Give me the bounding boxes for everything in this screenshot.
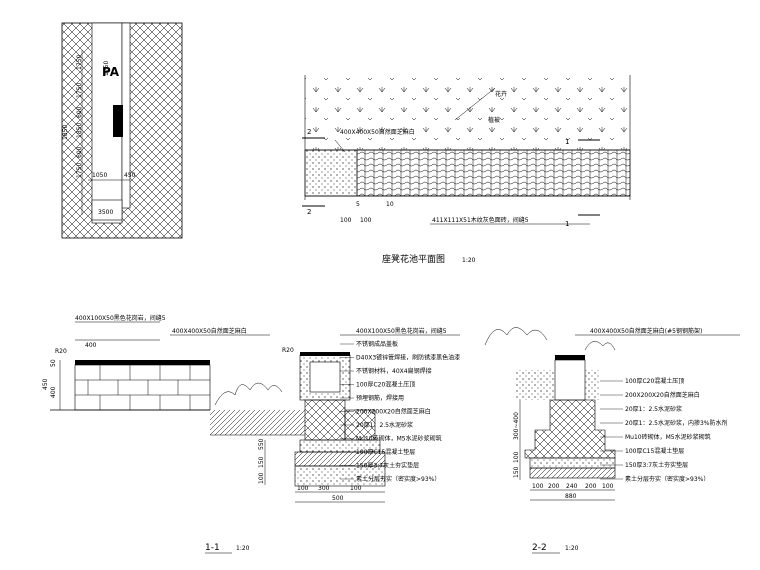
svg-text:100: 100 [513, 451, 520, 463]
plan-paving [356, 149, 631, 197]
callout-label: D40X3镀锌管焊接，刷防锈漆黑色油漆 [356, 354, 460, 362]
svg-text:100: 100 [602, 483, 614, 490]
section-2-2-shrub-left [484, 327, 548, 346]
svg-text:880: 880 [565, 493, 577, 500]
callout-label: 150厚3:7灰土夯实垫层 [625, 461, 688, 469]
svg-text:100: 100 [340, 217, 352, 224]
plan-seat-end [304, 149, 358, 197]
callout-label: 素土分层夯实（密实度>93%） [356, 475, 440, 483]
svg-text:1750: 1750 [76, 83, 83, 98]
key-plan: PA 1750 1750 600 1850 600 1750 1750 1850… [61, 22, 183, 239]
svg-text:550: 550 [258, 438, 265, 450]
center-top-label: 400X100X50黑色花岗岩，间缝5 [356, 327, 447, 335]
section-2-2-footing [524, 399, 616, 459]
svg-text:1750: 1750 [103, 61, 110, 76]
svg-text:100: 100 [532, 483, 544, 490]
svg-text:100: 100 [350, 485, 362, 492]
callout-label: 20厚1：2.5水泥砂浆 [625, 405, 682, 413]
center-shrub [214, 382, 283, 406]
svg-text:200: 200 [585, 483, 597, 490]
callout-label: 20厚1：2.5水泥砂浆，内掺3%防水剂 [625, 419, 728, 427]
plan-title: 座凳花池平面图 [382, 253, 445, 265]
plan-paving-label: 411X111X51木纹灰色面砖，间缝5 [432, 216, 529, 224]
callout-label: 200X200X20自然面芝麻白 [356, 408, 431, 416]
section-1-1-scale: 1:20 [236, 545, 250, 552]
svg-text:240: 240 [566, 483, 578, 490]
callout-label: 素土分层夯实（密实度>93%） [625, 475, 709, 483]
svg-text:400: 400 [50, 386, 57, 398]
section-1-1-top-label-2: 400X400X50自然面芝麻白 [172, 327, 247, 335]
svg-text:50: 50 [50, 359, 57, 367]
section-center: 400X100X50黑色花岗岩，间缝5 R20 不锈钢成品盖板 D40X3镀锌管焊… [210, 327, 460, 503]
svg-text:200: 200 [548, 483, 560, 490]
plan-section-mark-1-top: 1 [565, 138, 569, 146]
key-plan-width-a: 1050 [92, 172, 107, 179]
svg-text:100: 100 [258, 472, 265, 484]
svg-text:600: 600 [76, 106, 83, 118]
section-1-1-seat: 400X100X50黑色花岗岩，间缝5 400X400X50自然面芝麻白 R20… [42, 314, 270, 554]
callout-label: 不锈钢材料，40X4扁钢焊接 [356, 367, 432, 375]
key-plan-label: PA [102, 65, 120, 79]
callout-label: 100厚C20混凝土压顶 [625, 377, 684, 385]
svg-text:150: 150 [258, 456, 265, 468]
center-soil [294, 465, 386, 487]
section-1-1-cap [75, 360, 210, 365]
svg-text:1750: 1750 [76, 55, 83, 70]
section-2-2-scale: 1:20 [565, 545, 579, 552]
callout-label: 20厚1：2.5水泥砂浆 [356, 421, 413, 429]
svg-text:100: 100 [360, 217, 372, 224]
callout-label: Mu10砖砌体，M5水泥砂浆砌筑 [356, 435, 442, 443]
svg-text:1750: 1750 [76, 163, 83, 178]
svg-text:100: 100 [297, 485, 309, 492]
section-1-1-title: 1-1 [205, 543, 220, 553]
section-2-2-callouts: 100厚C20混凝土压顶 200X200X20自然面芝麻白 20厚1：2.5水泥砂浆… [600, 377, 728, 483]
callout-label: 预埋钢筋，焊接用 [356, 394, 404, 402]
svg-text:300: 300 [318, 485, 330, 492]
svg-text:450: 450 [42, 378, 49, 390]
callout-label: 100厚C20混凝土压顶 [356, 381, 415, 389]
svg-text:R20: R20 [282, 347, 294, 354]
svg-text:600: 600 [76, 146, 83, 158]
plan-section-mark-1-bottom: 1 [565, 220, 569, 228]
callout-label: Mu10砖砌体，M5水泥砂浆砌筑 [625, 433, 711, 441]
svg-text:R20: R20 [55, 348, 67, 355]
svg-text:1850: 1850 [76, 123, 83, 138]
plan-section-mark-2-bottom: 2 [307, 208, 311, 216]
svg-text:10: 10 [386, 201, 394, 208]
plan-view: 花卉 植被 400X400X50自然面芝麻白 411X111X51木纹灰色面砖，… [302, 75, 631, 265]
svg-text:300~400: 300~400 [513, 412, 520, 440]
section-2-2-top-label: 400X400X50自然面芝麻白(#5钢钢筋架) [590, 327, 702, 335]
plan-scale: 1:20 [462, 257, 476, 264]
plan-flower-label: 花卉 [495, 90, 507, 98]
center-ground-left [210, 410, 305, 435]
plan-shrub-label: 植被 [488, 116, 500, 124]
center-callouts: 不锈钢成品盖板 D40X3镀锌管焊接，刷防锈漆黑色油漆不锈钢材料，40X4扁钢焊接… [340, 340, 460, 483]
plan-section-mark-2-top: 2 [307, 128, 311, 136]
callout-label: 100厚C15混凝土垫层 [625, 447, 684, 455]
plan-seat-label: 400X400X50自然面芝麻白 [340, 128, 415, 136]
plan-planting-area [305, 75, 630, 150]
center-brick-wall [304, 399, 346, 441]
svg-text:5: 5 [356, 201, 360, 208]
section-1-1-top-label-1: 400X100X50黑色花岗岩，间缝5 [75, 314, 166, 322]
callout-label: 150厚3:7灰土夯实垫层 [356, 462, 419, 470]
key-plan-highlight [113, 105, 123, 137]
svg-text:1850: 1850 [62, 125, 69, 140]
section-2-2-title: 2-2 [532, 543, 547, 553]
section-1-1-width-dim: 400 [85, 342, 97, 349]
key-plan-bottom-dim: 3500 [98, 209, 113, 216]
key-plan-width-b: 450 [124, 172, 136, 179]
svg-text:150: 150 [513, 466, 520, 478]
callout-label: 100厚C15混凝土垫层 [356, 448, 415, 456]
section-1-1-wall [74, 364, 211, 411]
callout-label: 不锈钢成品盖板 [356, 340, 398, 348]
callout-label: 200X200X20自然面芝麻白 [625, 391, 700, 399]
section-2-2: 400X400X50自然面芝麻白(#5钢钢筋架) 100厚C20混凝土压顶 200… [484, 327, 740, 554]
svg-text:500: 500 [332, 495, 344, 502]
